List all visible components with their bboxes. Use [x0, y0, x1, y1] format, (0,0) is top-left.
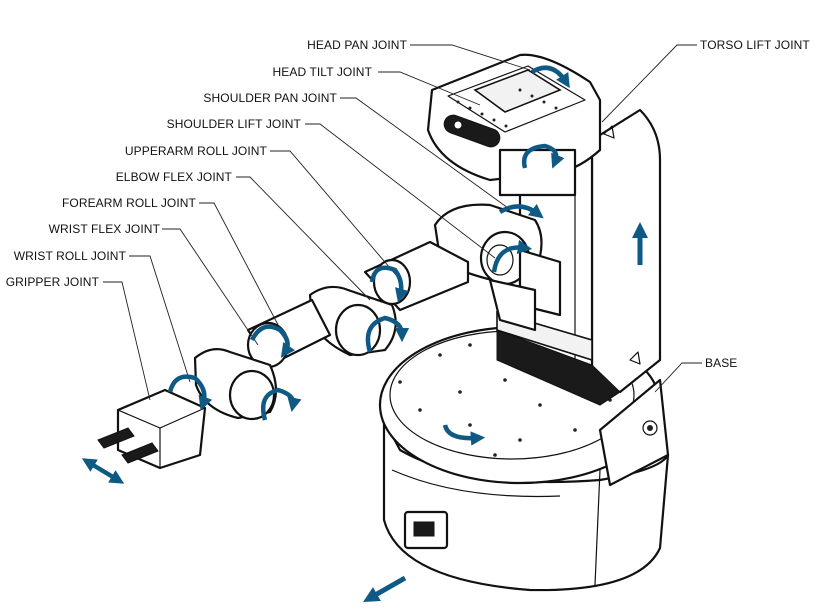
head-tilt-arrow-icon — [521, 143, 565, 169]
base-rotate-arrow-icon — [442, 424, 486, 446]
motion-arrows — [81, 65, 649, 602]
label-gripper: GRIPPER JOINT — [6, 275, 100, 289]
label-head-pan: HEAD PAN JOINT — [307, 38, 407, 52]
elbow-flex-arrow-icon — [365, 315, 410, 353]
joint-labels: HEAD PAN JOINT HEAD TILT JOINT SHOULDER … — [6, 38, 811, 370]
shoulder-pan-arrow-icon — [498, 203, 544, 219]
head-unit — [426, 53, 602, 197]
label-shoulder-pan: SHOULDER PAN JOINT — [203, 91, 337, 105]
gripper-double-arrow-icon — [81, 458, 125, 484]
forearm-roll-arrow-icon — [249, 324, 296, 358]
label-head-tilt: HEAD TILT JOINT — [272, 65, 372, 79]
base-drive-arrow-icon — [363, 575, 407, 602]
label-forearm-roll: FOREARM ROLL JOINT — [62, 196, 197, 210]
wrist-roll-arrow-icon — [167, 374, 213, 411]
label-base: BASE — [705, 356, 737, 370]
label-elbow-flex: ELBOW FLEX JOINT — [116, 170, 233, 184]
label-wrist-flex: WRIST FLEX JOINT — [49, 222, 161, 236]
label-shoulder-lift: SHOULDER LIFT JOINT — [167, 117, 302, 131]
base-mount-holes — [398, 343, 612, 457]
leader-lines — [103, 44, 702, 401]
head-pan-arrow-icon — [530, 65, 570, 89]
upperarm-roll-arrow-icon — [369, 265, 409, 303]
head-sensor-dots — [456, 88, 558, 128]
label-wrist-roll: WRIST ROLL JOINT — [14, 249, 127, 263]
wrist-flex-arrow-icon — [260, 387, 302, 421]
shoulder-lift-arrow-icon — [491, 239, 533, 273]
label-upperarm-roll: UPPERARM ROLL JOINT — [125, 144, 268, 158]
label-torso-lift: TORSO LIFT JOINT — [700, 38, 810, 52]
